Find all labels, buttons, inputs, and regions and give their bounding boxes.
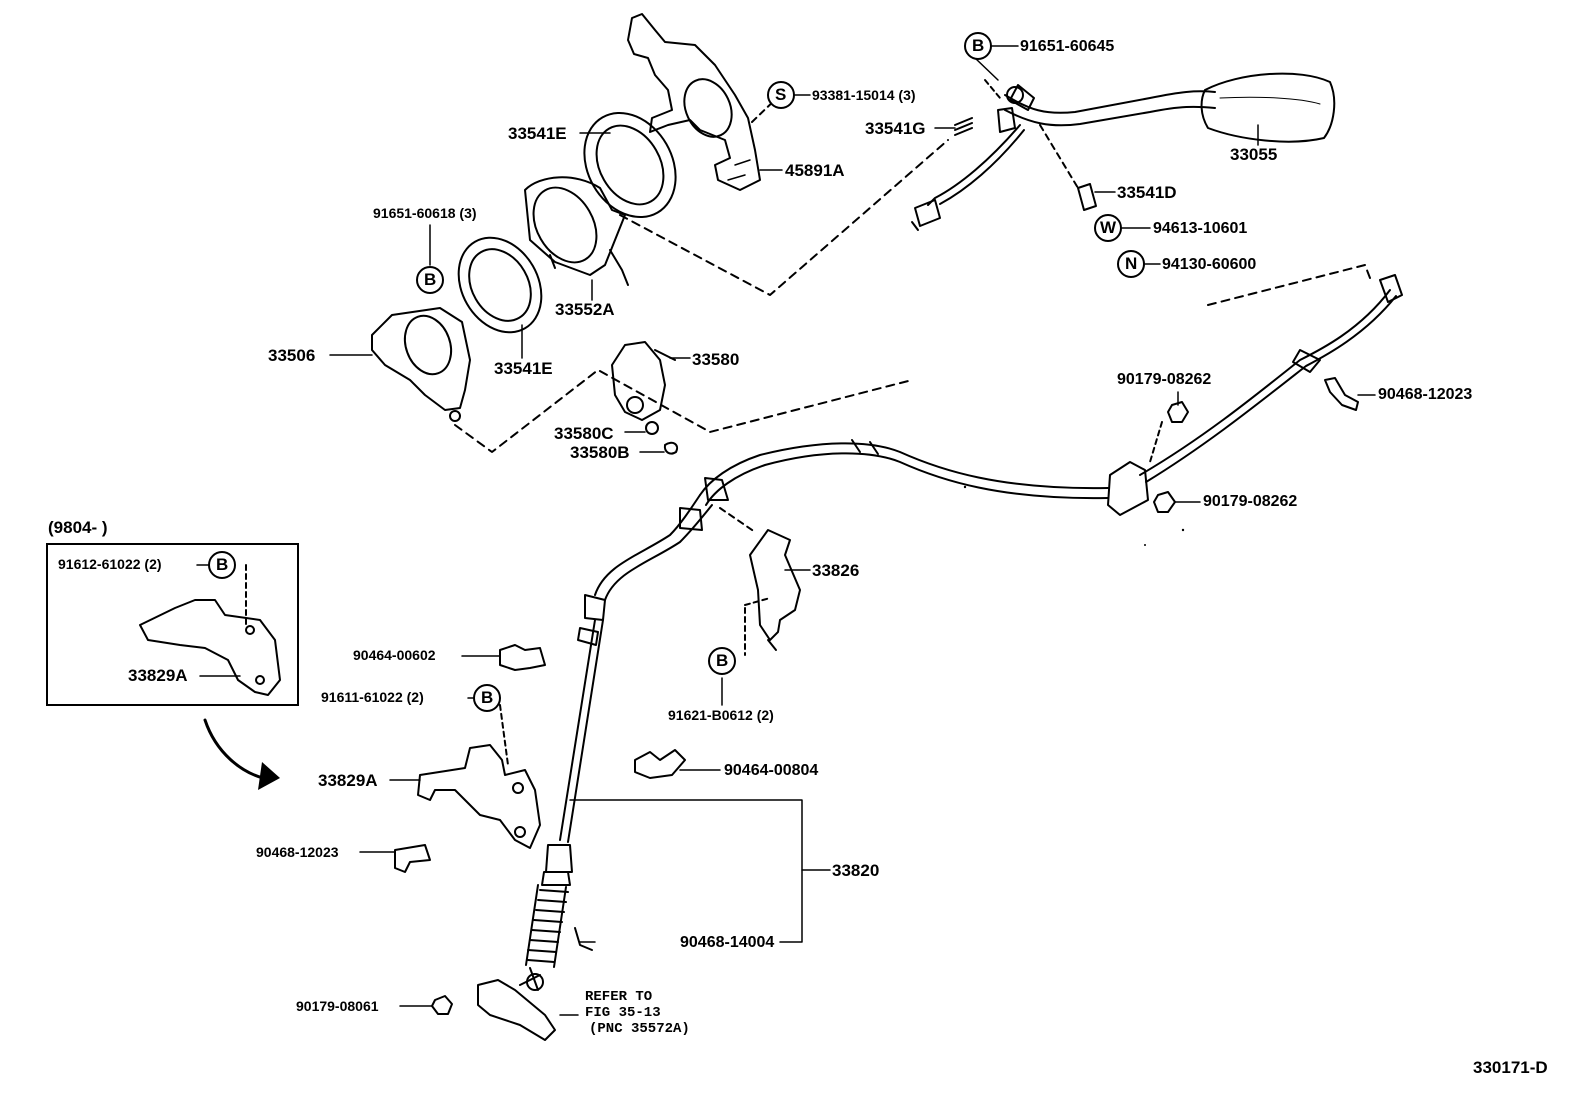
bracket-33829a-inset xyxy=(139,564,281,696)
label-91651-60618: 91651-60618 (3) xyxy=(373,205,477,221)
callout-b-letter: B xyxy=(424,270,437,289)
callout-b-circle xyxy=(473,684,501,712)
clip-90468-12023-right xyxy=(1324,377,1359,411)
label-33580c: 33580C xyxy=(554,424,614,443)
indicator-housing-45891a xyxy=(627,13,761,191)
label-93381-15014: 93381-15014 (3) xyxy=(812,87,916,103)
clip-90468-14004 xyxy=(574,927,593,951)
label-33541e-top: 33541E xyxy=(508,124,567,143)
callout-w-letter: W xyxy=(1100,218,1117,237)
housing-33506 xyxy=(371,307,471,422)
bracket-33826 xyxy=(744,529,801,656)
label-91612-61022: 91612-61022 (2) xyxy=(58,556,162,572)
label-33055: 33055 xyxy=(1230,145,1278,164)
callout-b-circle xyxy=(708,647,736,675)
seal-33541e-top xyxy=(583,111,677,219)
leader-lines xyxy=(196,45,1376,1016)
callout-n-letter: N xyxy=(1125,254,1138,273)
cam-33580 xyxy=(611,341,676,421)
label-90468-14004: 90468-14004 xyxy=(680,934,775,951)
label-90464-00602: 90464-00602 xyxy=(353,647,436,663)
label-90468-12023-right: 90468-12023 xyxy=(1378,386,1473,403)
callout-b-letter: B xyxy=(216,555,229,574)
label-90179-08262-a: 90179-08262 xyxy=(1117,371,1212,388)
callout-b-letter: B xyxy=(481,688,494,707)
label-33820: 33820 xyxy=(832,861,880,880)
refer-note-line2: FIG 35-13 xyxy=(585,1005,661,1021)
seal-33541e-bottom xyxy=(457,236,543,334)
callout-b-letter: B xyxy=(972,36,985,55)
label-91651-60645: 91651-60645 xyxy=(1020,38,1115,55)
nut-90179-08262-b xyxy=(1153,491,1176,513)
label-33829a: 33829A xyxy=(318,771,378,790)
callout-b-circle xyxy=(208,551,236,579)
bushing-33541d xyxy=(1077,183,1097,211)
label-33829a-inset: 33829A xyxy=(128,666,188,685)
shift-lever-33055 xyxy=(911,72,1336,231)
label-94613-10601: 94613-10601 xyxy=(1153,220,1248,237)
label-45891a: 45891A xyxy=(785,161,845,180)
label-90179-08061: 90179-08061 xyxy=(296,998,379,1014)
callout-b-circle xyxy=(416,266,444,294)
inset-title: (9804- ) xyxy=(48,518,108,537)
label-33541d: 33541D xyxy=(1117,183,1177,202)
nut-90179-08262-a xyxy=(1149,401,1189,463)
label-33826: 33826 xyxy=(812,561,860,580)
bracket-33552a xyxy=(524,176,629,286)
callout-w-circle xyxy=(1094,214,1122,242)
label-33580: 33580 xyxy=(692,350,740,369)
callout-b-circle xyxy=(964,32,992,60)
callout-s-circle xyxy=(767,81,795,109)
bracket-35572a xyxy=(477,979,556,1041)
callout-n-circle xyxy=(1117,250,1145,278)
label-94130-60600: 94130-60600 xyxy=(1162,256,1257,273)
bracket-33829a xyxy=(417,704,541,849)
clip-90464-00804 xyxy=(634,749,686,779)
shift-cable-33820 xyxy=(525,274,1403,991)
callout-s-letter: S xyxy=(775,85,787,104)
label-90468-12023-left: 90468-12023 xyxy=(256,844,339,860)
refer-note-line3: (PNC 35572A) xyxy=(589,1021,690,1037)
label-91621-b0612: 91621-B0612 (2) xyxy=(668,707,774,723)
label-33580b: 33580B xyxy=(570,443,630,462)
refer-note-line1: REFER TO xyxy=(585,989,653,1005)
washer-33580c xyxy=(645,421,659,435)
clip-90464-00602 xyxy=(499,644,546,671)
label-33552a: 33552A xyxy=(555,300,615,319)
clip-33580b xyxy=(663,441,678,455)
label-90179-08262-b: 90179-08262 xyxy=(1203,493,1298,510)
callout-b-letter: B xyxy=(716,651,729,670)
label-33541e-bottom: 33541E xyxy=(494,359,553,378)
label-91611-61022: 91611-61022 (2) xyxy=(321,689,424,705)
inset-box xyxy=(46,543,299,706)
diagram-id: 330171-D xyxy=(1473,1058,1548,1077)
label-90464-00804: 90464-00804 xyxy=(724,762,819,779)
label-33541g: 33541G xyxy=(865,119,926,138)
clip-90468-12023-left xyxy=(394,844,431,873)
spring-33541g xyxy=(954,117,973,136)
label-33506: 33506 xyxy=(268,346,316,365)
